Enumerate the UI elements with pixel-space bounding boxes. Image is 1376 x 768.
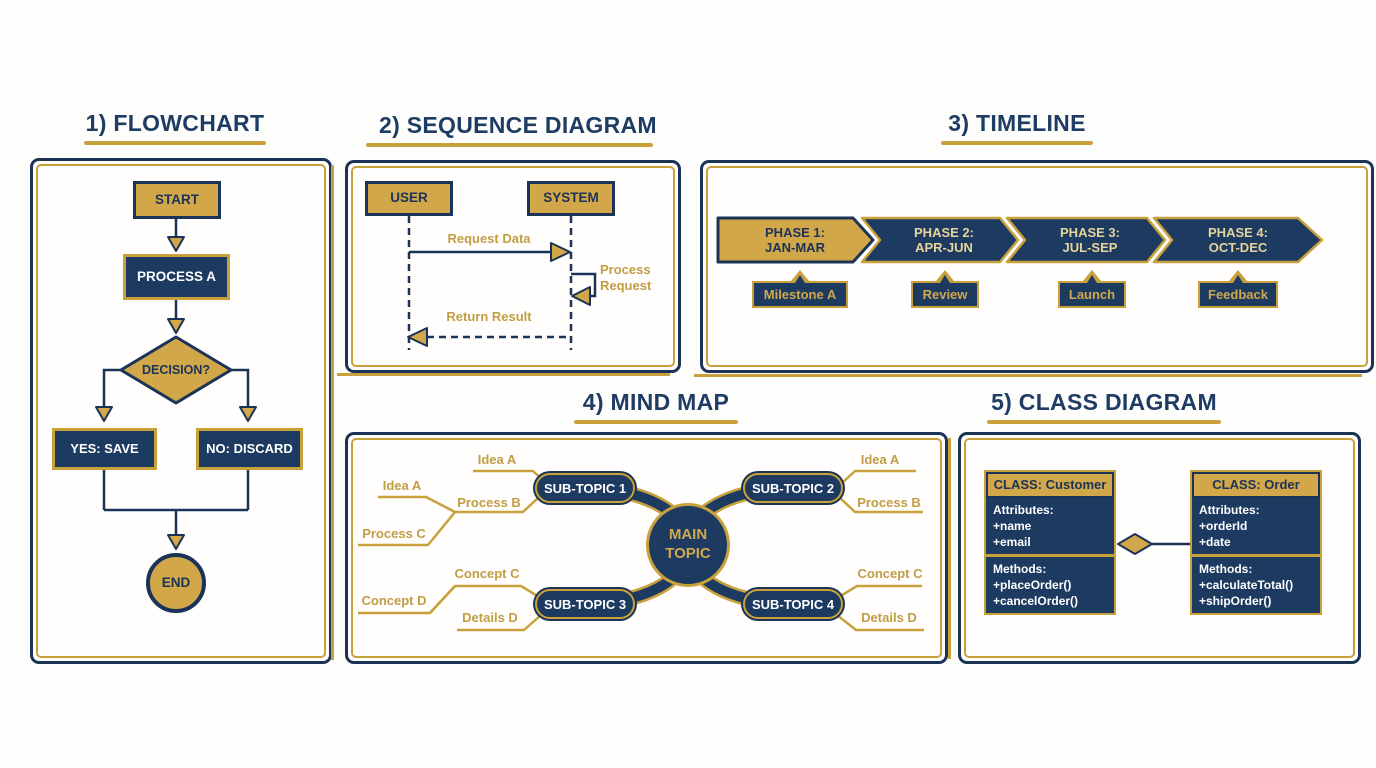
class-method-line: Methods: [993, 562, 1047, 576]
mindmap-leaf-process-b-right: Process B [857, 495, 921, 510]
milestone-label: Launch [1068, 287, 1116, 302]
class-method-line: +calculateTotal() [1199, 578, 1294, 592]
mindmap-leaf-concept-c-left: Concept C [454, 566, 520, 581]
mindmap-leaf-process-c: Process C [362, 526, 426, 541]
class-method-line: Methods: [1199, 562, 1253, 576]
class-attributes-section: Attributes: +name +email [986, 498, 1114, 554]
phase-name: PHASE 1: [765, 225, 825, 240]
timeline-phase-4: PHASE 4: OCT-DEC [1178, 225, 1298, 255]
sequence-message-process-request: Process Request [600, 262, 652, 293]
phase-name: PHASE 3: [1060, 225, 1120, 240]
mindmap-leaf-details-d-left: Details D [462, 610, 518, 625]
mindmap-leaf-idea-a-left: Idea A [382, 478, 422, 493]
milestone-label: Review [922, 287, 968, 302]
timeline-milestone-launch: Launch [1058, 270, 1126, 308]
class-header: CLASS: Customer [986, 472, 1114, 498]
phase-period: JAN-MAR [765, 240, 825, 255]
title-underline [574, 420, 738, 424]
class-header: CLASS: Order [1192, 472, 1320, 498]
title-underline [366, 143, 653, 147]
accent-line-horizontal [337, 373, 670, 376]
mindmap-leaf-concept-d: Concept D [361, 593, 427, 608]
section-title-timeline: 3) TIMELINE [948, 110, 1086, 136]
phase-name: PHASE 2: [914, 225, 974, 240]
milestone-notch-icon [940, 275, 950, 283]
class-attr-line: +name [993, 519, 1032, 533]
section-title-sequence: 2) SEQUENCE DIAGRAM [379, 112, 657, 138]
class-diagram-panel-inner-border [964, 438, 1355, 658]
mindmap-panel-inner-border [351, 438, 942, 658]
milestone-notch-icon [795, 275, 805, 283]
mindmap-leaf-process-b-left: Process B [457, 495, 521, 510]
timeline-milestone-feedback: Feedback [1198, 270, 1278, 308]
milestone-label: Milestone A [763, 287, 837, 302]
title-underline [987, 420, 1221, 424]
class-attr-line: Attributes: [1199, 503, 1260, 517]
sequence-panel-inner-border [351, 166, 675, 367]
flowchart-panel-inner-border [36, 164, 326, 658]
section-title-class-diagram: 5) CLASS DIAGRAM [991, 389, 1217, 415]
sequence-message-request-data: Request Data [447, 231, 531, 246]
class-method-line: +shipOrder() [1199, 594, 1272, 608]
class-methods-section: Methods: +placeOrder() +cancelOrder() [986, 557, 1114, 613]
timeline-milestone-review: Review [911, 270, 979, 308]
class-attributes-section: Attributes: +orderId +date [1192, 498, 1320, 554]
mindmap-leaf-idea-a-top: Idea A [477, 452, 517, 467]
class-attr-line: +orderId [1199, 519, 1248, 533]
class-method-line: +placeOrder() [993, 578, 1072, 592]
main-topic-label: MAIN TOPIC [665, 526, 711, 562]
phase-period: JUL-SEP [1062, 240, 1118, 255]
milestone-label: Feedback [1208, 287, 1268, 302]
section-title-flowchart: 1) FLOWCHART [85, 110, 265, 136]
class-box-order: CLASS: Order Attributes: +orderId +date … [1190, 470, 1322, 615]
title-underline [941, 141, 1093, 145]
phase-name: PHASE 4: [1208, 225, 1268, 240]
mindmap-subtopic-3: SUB-TOPIC 3 [535, 589, 635, 619]
mindmap-main-topic: MAIN TOPIC [646, 503, 730, 587]
flowchart-decision-label: DECISION? [141, 363, 211, 377]
timeline-panel-inner-border [706, 166, 1368, 367]
mindmap-subtopic-2: SUB-TOPIC 2 [743, 473, 843, 503]
accent-line-vertical [948, 438, 951, 659]
sequence-actor-system: SYSTEM [527, 181, 615, 216]
class-attr-line: Attributes: [993, 503, 1054, 517]
accent-line-vertical [331, 165, 334, 660]
title-underline [84, 141, 266, 145]
class-method-line: +cancelOrder() [993, 594, 1079, 608]
timeline-milestone-a: Milestone A [752, 270, 848, 308]
class-methods-section: Methods: +calculateTotal() +shipOrder() [1192, 557, 1320, 613]
mindmap-leaf-idea-a-right: Idea A [860, 452, 900, 467]
mindmap-leaf-details-d-right: Details D [861, 610, 917, 625]
class-attr-line: +date [1199, 535, 1231, 549]
class-box-customer: CLASS: Customer Attributes: +name +email… [984, 470, 1116, 615]
timeline-phase-2: PHASE 2: APR-JUN [884, 225, 1004, 255]
mindmap-subtopic-1: SUB-TOPIC 1 [535, 473, 635, 503]
timeline-phase-1: PHASE 1: JAN-MAR [735, 225, 855, 255]
phase-period: OCT-DEC [1208, 240, 1268, 255]
mindmap-subtopic-4: SUB-TOPIC 4 [743, 589, 843, 619]
flowchart-no-node: NO: DISCARD [196, 428, 303, 470]
accent-line-horizontal [694, 374, 1362, 377]
timeline-panel [700, 160, 1374, 373]
flowchart-yes-node: YES: SAVE [52, 428, 157, 470]
sequence-message-return-result: Return Result [446, 309, 532, 324]
milestone-notch-icon [1087, 275, 1097, 283]
sequence-actor-user: USER [365, 181, 453, 216]
section-title-mindmap: 4) MIND MAP [582, 389, 730, 415]
mindmap-leaf-concept-c-right: Concept C [857, 566, 923, 581]
flowchart-process-node: PROCESS A [123, 254, 230, 300]
timeline-phase-3: PHASE 3: JUL-SEP [1030, 225, 1150, 255]
phase-period: APR-JUN [915, 240, 973, 255]
class-attr-line: +email [993, 535, 1031, 549]
flowchart-end-node: END [146, 553, 206, 613]
milestone-notch-icon [1233, 275, 1243, 283]
flowchart-start-node: START [133, 181, 221, 219]
